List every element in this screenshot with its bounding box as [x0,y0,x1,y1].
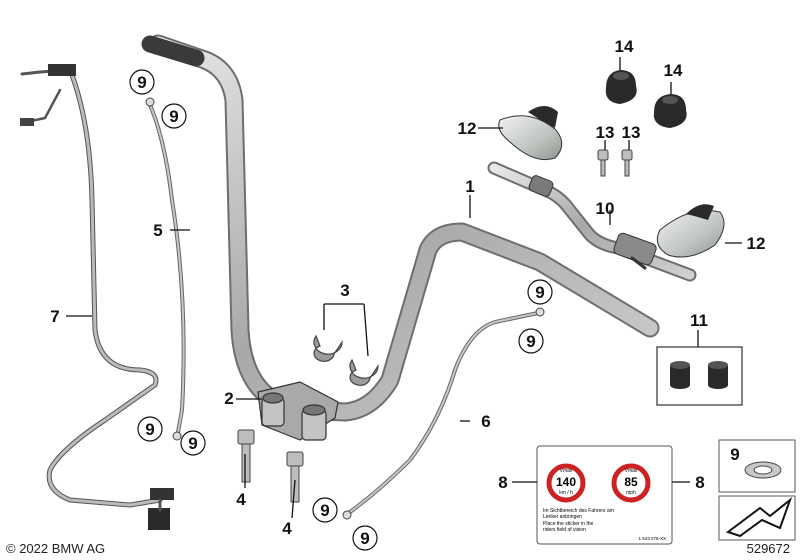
copyright-text: © 2022 BMW AG [6,541,106,556]
callout-9-f: 9 [526,332,535,351]
diagram-id-text: 529672 [746,541,790,556]
washer-box [718,439,796,493]
callout-9-e: 9 [535,283,544,302]
callout-8-right: 8 [695,473,704,492]
sticker-text-en-2: riders field of vision [543,527,586,533]
clamp-part-2 [257,381,339,441]
callout-13-right: 13 [622,123,641,142]
handlebar-part-1 [141,34,660,422]
grommets-part-11 [656,346,743,406]
brake-line-part-6 [342,307,545,520]
sticker-speed-2: 85 [624,475,638,489]
callout-5: 5 [153,221,162,240]
callout-14-right: 14 [664,61,683,80]
sticker-text-de-1: Im Sichtbereich des Fahrers am [543,508,614,514]
arrow-box [718,495,796,541]
sticker-top-2: Vmax [625,468,638,474]
callout-6: 6 [481,412,490,431]
mirror-part-12-top [498,106,563,161]
arrow-icon [725,497,793,538]
wiring-harness-part-7 [20,64,174,530]
callout-3: 3 [340,281,349,300]
bolts-part-4 [237,429,304,503]
callout-12-top: 12 [458,119,477,138]
callout-10: 10 [596,199,615,218]
callout-4-lower: 4 [282,519,292,538]
sticker-top-1: Vmax [560,468,573,474]
sticker-text-en-1: Place the sticker in the [543,521,594,527]
callout-14-left: 14 [615,37,634,56]
callout-9-d: 9 [188,434,197,453]
callout-12-bottom: 12 [747,234,766,253]
handlebar-part-10 [487,161,697,282]
sticker-unit-2: mph [626,490,636,496]
screws-part-13 [597,149,633,177]
bushings-part-3 [313,334,379,386]
callout-9-h: 9 [360,529,369,548]
callout-circles [129,69,553,551]
sticker-part-8: Vmax 140 km / h Vmax 85 mph Im Sichtbere… [536,445,673,545]
callout-9-g: 9 [320,501,329,520]
sticker-unit-1: km / h [559,490,573,496]
callout-2: 2 [224,389,233,408]
callout-8-left: 8 [498,473,507,492]
callout-13-left: 13 [596,123,615,142]
callout-11: 11 [690,311,708,330]
mirror-part-12-bottom [656,204,725,258]
sticker-text-de-2: Lenker anbringen [543,514,582,520]
callout-9-b: 9 [169,107,178,126]
callout-4-upper: 4 [236,490,246,509]
sticker-speed-1: 140 [556,475,576,489]
leader-lines [66,57,742,519]
callout-1: 1 [465,177,474,196]
callout-9-a: 9 [137,73,146,92]
callout-9-washer: 9 [730,445,739,464]
caps-part-14 [605,70,687,128]
brake-line-part-5 [145,97,186,441]
callout-7: 7 [50,307,59,326]
callout-9-c: 9 [145,420,154,439]
sticker-part-no: 1 543 076-XX [638,536,666,541]
